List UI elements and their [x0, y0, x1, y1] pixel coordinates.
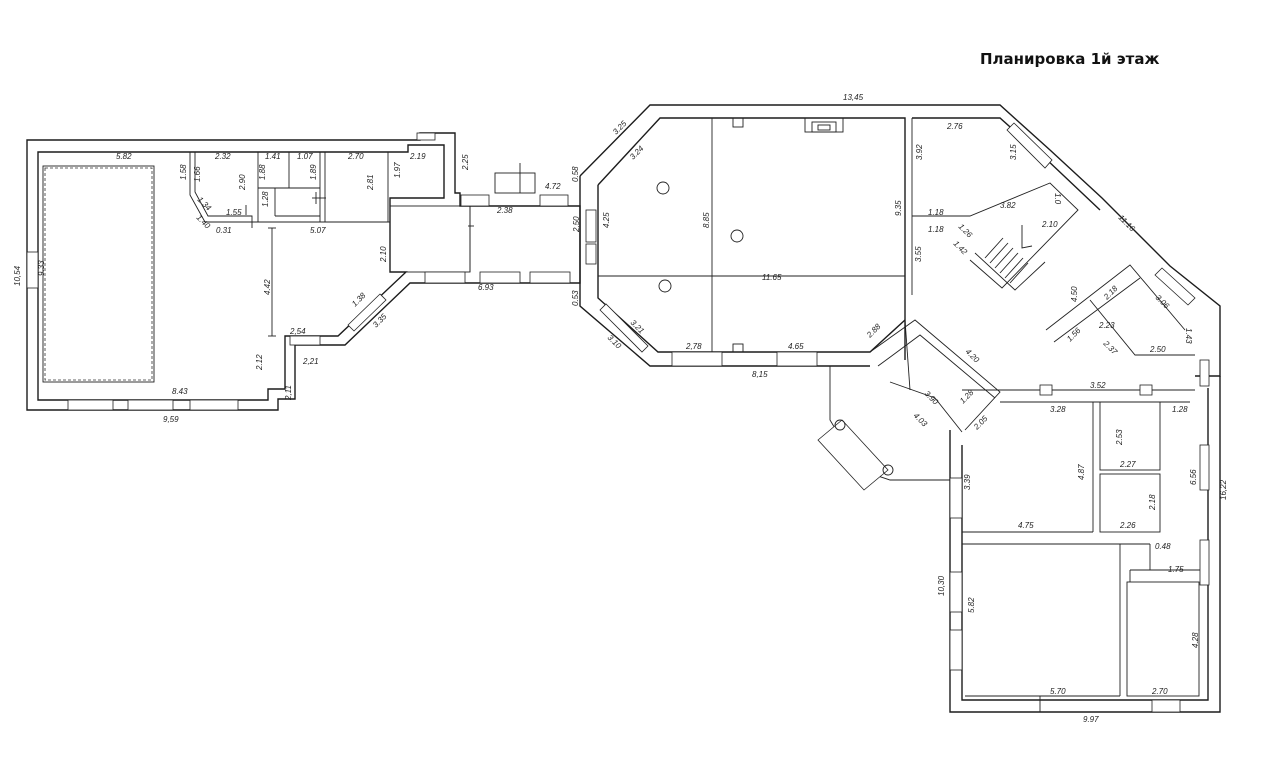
dim-label: 3.24: [628, 144, 646, 162]
dim-label: 2,11: [284, 385, 293, 401]
dim-label: 2,78: [685, 342, 702, 351]
dim-label: 2.50: [1149, 345, 1166, 354]
dim-label: 9.35: [894, 200, 903, 216]
dim-label: 9.33: [37, 260, 46, 276]
dim-label: 16,22: [1219, 479, 1228, 500]
dim-label: 2.27: [1119, 460, 1136, 469]
dim-label: 10,30: [937, 575, 946, 596]
dim-label: 0.58: [571, 166, 580, 182]
dim-label: 3.82: [1000, 201, 1016, 210]
dim-label: 2.37: [1101, 338, 1119, 356]
dim-label: 1.38: [350, 291, 368, 309]
dim-label: 3.92: [915, 144, 924, 160]
dim-label: 2.19: [409, 152, 426, 161]
dim-label: 2.70: [347, 152, 364, 161]
dim-label: 8,15: [752, 370, 768, 379]
dim-label: 3.06: [1154, 293, 1172, 311]
dim-label: 10,54: [13, 265, 22, 286]
dim-label: 5.82: [116, 152, 132, 161]
dim-label: 3.52: [1090, 381, 1106, 390]
dim-label: 1.28: [261, 191, 270, 207]
dim-label: 5.07: [310, 226, 326, 235]
dim-label: 8.43: [172, 387, 188, 396]
stairs: [984, 237, 1029, 284]
dim-label: 1.18: [928, 208, 944, 217]
dim-label: 1.0: [1053, 193, 1062, 205]
dim-label: 0.53: [571, 290, 580, 306]
dim-label: 3.39: [963, 474, 972, 490]
dim-label: 2.18: [1148, 494, 1157, 511]
dim-label: 1.58: [179, 164, 188, 180]
dim-label: 1.75: [1168, 565, 1184, 574]
dim-label: 5.82: [967, 597, 976, 613]
right-wing: [817, 117, 1221, 713]
dim-label: 3.28: [1050, 405, 1066, 414]
dim-label: 4.28: [1191, 632, 1200, 648]
dim-label: 2.81: [366, 174, 375, 191]
dim-label: 4.65: [788, 342, 804, 351]
dim-label: 1.89: [309, 164, 318, 180]
dim-label: 0.31: [216, 226, 232, 235]
dim-label: 2.53: [1115, 429, 1124, 446]
dim-label: 2,21: [302, 357, 319, 366]
dim-label: 4.42: [263, 279, 272, 295]
dim-label: 2.05: [971, 414, 989, 432]
dim-label: 1.28: [1172, 405, 1188, 414]
dim-label: 1.41: [265, 152, 281, 161]
dim-label: 4.87: [1077, 464, 1086, 480]
dim-label: 4.03: [912, 411, 930, 429]
dim-label: 3.90: [923, 389, 941, 407]
dim-label: 9.97: [1083, 715, 1099, 724]
dim-label: 4.75: [1018, 521, 1034, 530]
dim-label: 3.55: [914, 246, 923, 262]
dim-label: 4.25: [602, 212, 611, 228]
dim-label: 2.38: [496, 206, 513, 215]
dim-label: 2.90: [238, 174, 247, 191]
pool-outline: [44, 167, 153, 381]
dim-label: 1.42: [952, 239, 970, 257]
left-wing: [26, 132, 581, 411]
dim-label: 2.25: [461, 154, 470, 171]
dim-label: 2.10: [1041, 220, 1058, 229]
dim-label: 2.32: [214, 152, 231, 161]
dim-label: 0.48: [1155, 542, 1171, 551]
dim-label: 1.55: [226, 208, 242, 217]
dim-label: 2.12: [255, 354, 264, 371]
dim-label: 1.88: [258, 164, 267, 180]
dim-label: 9,59: [163, 415, 179, 424]
dim-label: 1.97: [393, 162, 402, 178]
dim-label: 1.07: [297, 152, 313, 161]
dim-label: 6.56: [1189, 469, 1198, 485]
dim-label: 4.20: [964, 347, 982, 365]
dim-label: 2.88: [864, 322, 882, 340]
dim-label: 3.15: [1009, 144, 1018, 160]
dim-label: 3.25: [611, 119, 629, 137]
dim-label: 4.72: [545, 182, 561, 191]
dim-label: 2.23: [1098, 321, 1115, 330]
dim-label: 11.65: [762, 273, 782, 282]
dim-label: 3.10: [606, 333, 624, 351]
central-hall: [579, 104, 1221, 377]
dim-label: 8.85: [702, 212, 711, 228]
plan-title: Планировка 1й этаж: [980, 50, 1160, 68]
dim-label: 4.50: [1070, 286, 1079, 302]
dim-label: 3.35: [371, 312, 389, 330]
dim-label: 1.18: [928, 225, 944, 234]
dim-label: 5.70: [1050, 687, 1066, 696]
dim-label: 1.26: [957, 222, 975, 240]
dim-label: 1.66: [193, 166, 202, 182]
dim-label: 2.76: [946, 122, 963, 131]
dim-label: 2.50: [572, 216, 581, 233]
dim-label: 2.70: [1151, 687, 1168, 696]
dim-label: 6.93: [478, 283, 494, 292]
dim-label: 2.10: [379, 246, 388, 263]
dim-label: 2.26: [1119, 521, 1136, 530]
dim-label: 1.56: [1065, 326, 1083, 344]
dim-label: 1.43: [1184, 328, 1193, 344]
dim-label: 2,54: [289, 327, 306, 336]
dim-label: 13,45: [843, 93, 864, 102]
